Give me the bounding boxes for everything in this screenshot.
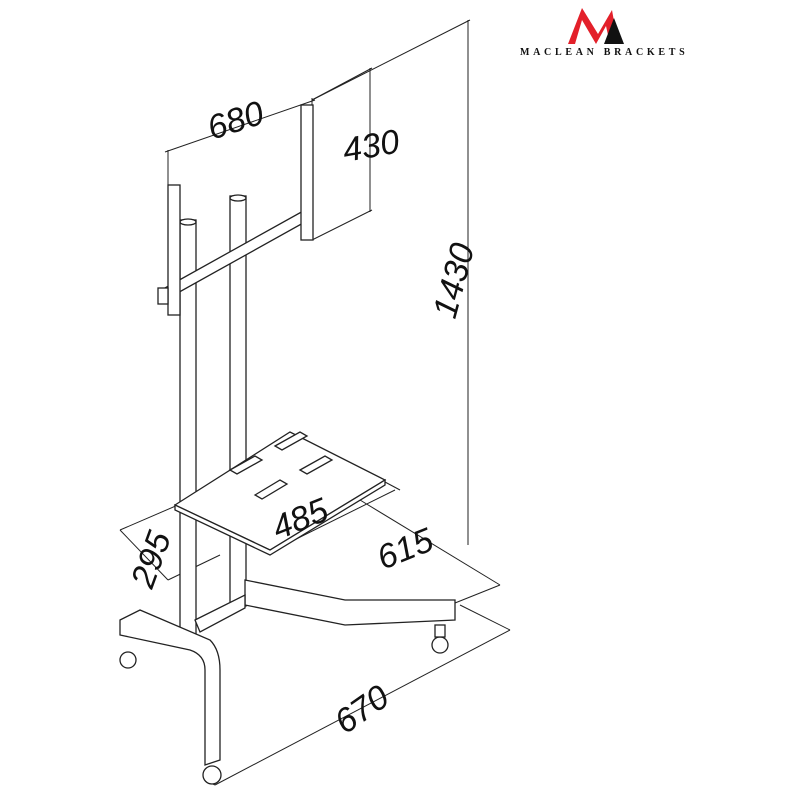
- base-left-arm: [119, 609, 221, 766]
- dimension-label-295: 295: [123, 526, 178, 593]
- left-bracket: [167, 184, 181, 316]
- logo-m-red: [568, 8, 618, 44]
- base-right-arm: [244, 579, 456, 626]
- dimension-label-680: 680: [203, 94, 269, 148]
- dimension-label-430: 430: [340, 123, 403, 170]
- caster: [119, 651, 137, 669]
- caster: [431, 636, 449, 654]
- dimension-label-1430: 1430: [426, 239, 482, 322]
- logo-a-black: [604, 18, 624, 44]
- dimension-1430-lines: [311, 19, 471, 545]
- logo-text: MACLEAN BRACKETS: [520, 47, 685, 58]
- maclean-logo: MACLEAN BRACKETS: [520, 8, 685, 58]
- dimension-label-615: 615: [372, 521, 439, 578]
- stand-body: [119, 104, 456, 785]
- caster: [202, 765, 222, 785]
- dimension-label-670: 670: [328, 678, 396, 742]
- right-bracket: [300, 104, 314, 241]
